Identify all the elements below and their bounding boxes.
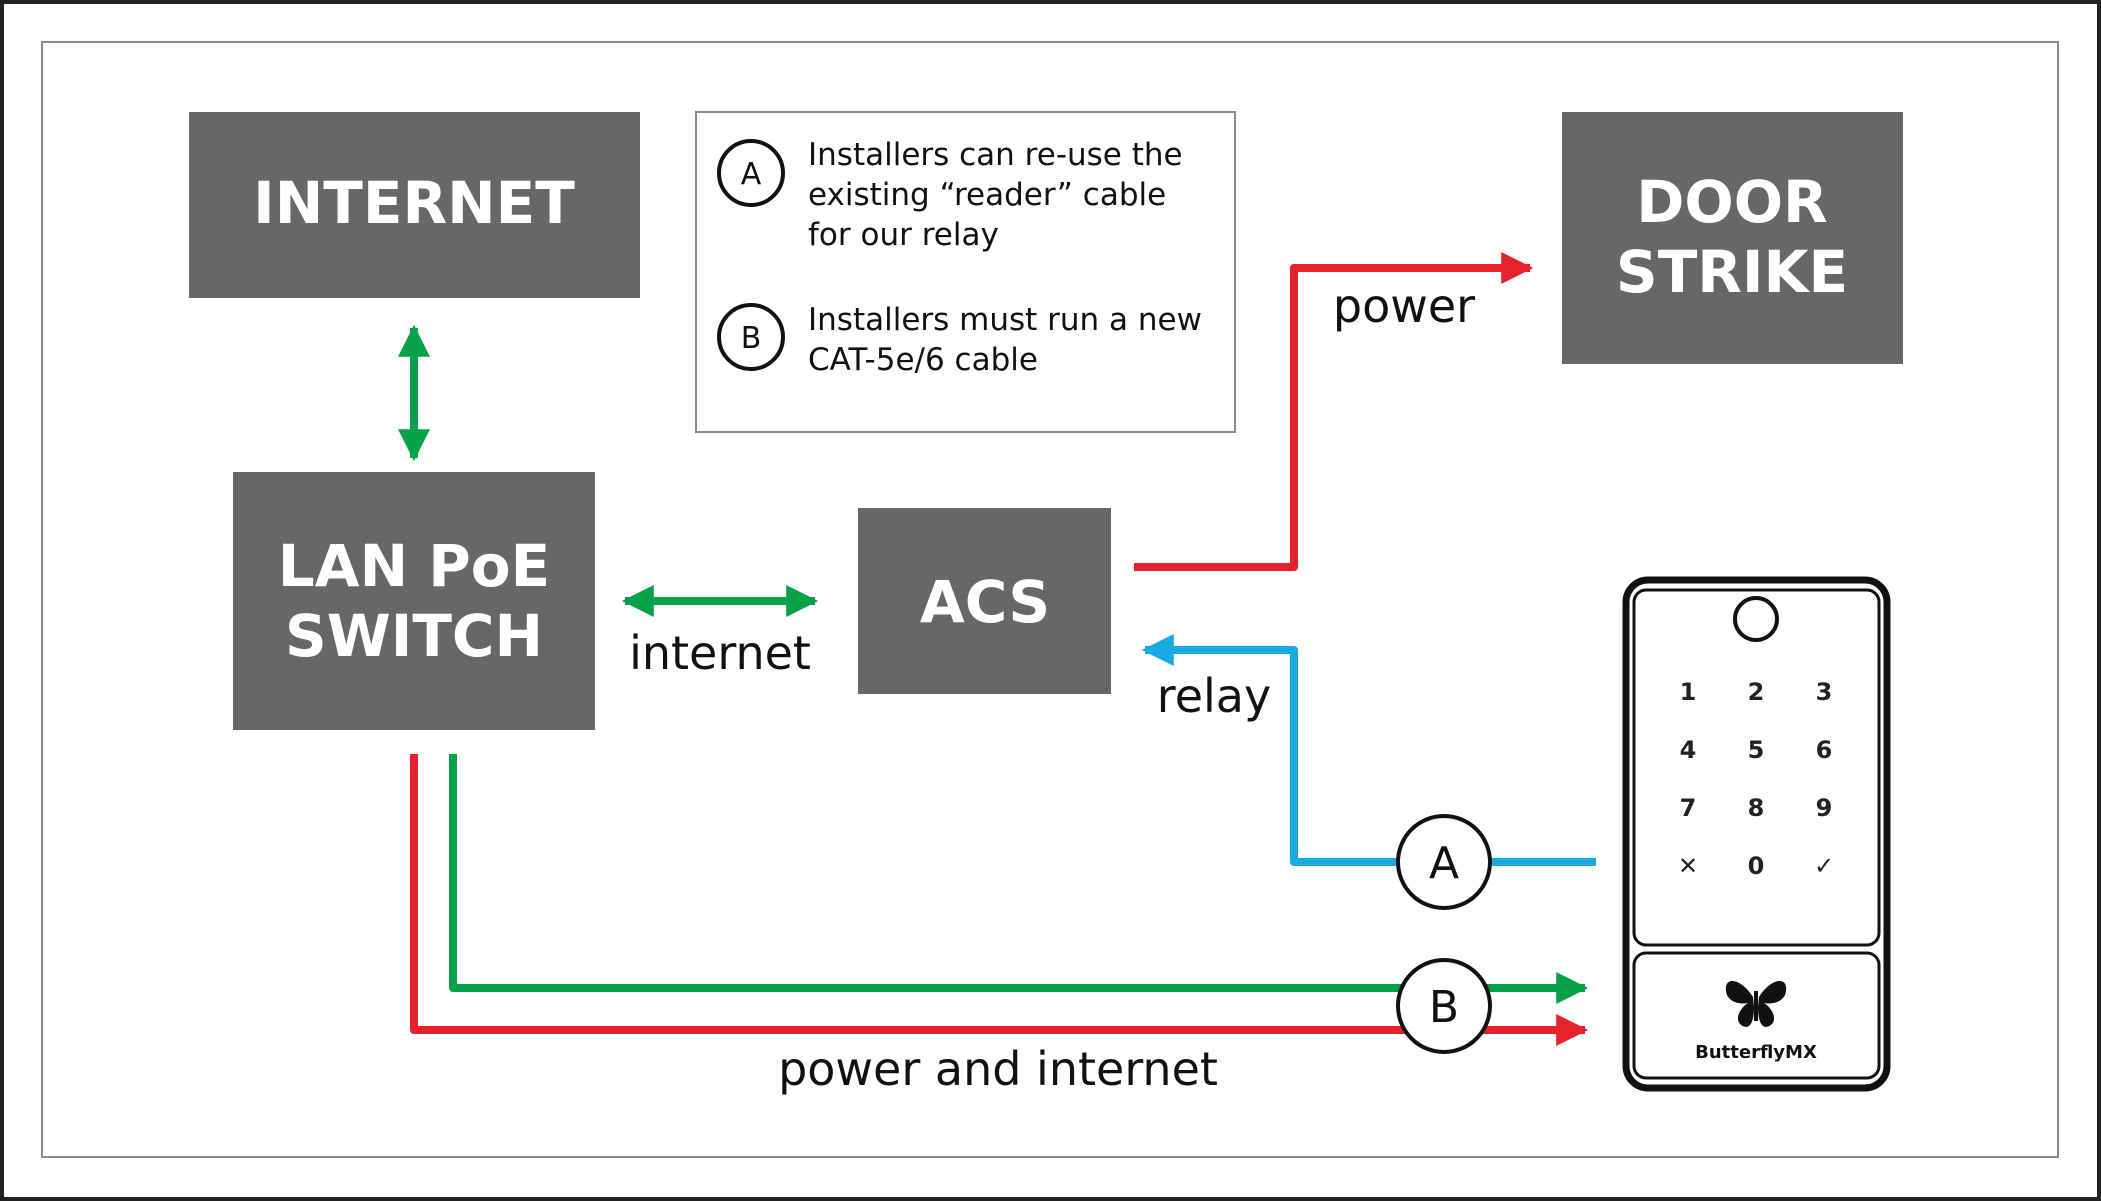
legend-item-a: A Installers can re-use the existing “re… <box>717 137 1183 253</box>
legend-item-a-line-2: existing “reader” cable <box>808 177 1166 213</box>
switch-device-internet-connector <box>449 754 1589 1004</box>
relay-connector-label: relay <box>1157 669 1271 723</box>
door-strike-label-line-1: DOOR <box>1636 168 1827 236</box>
power-connector-label: power <box>1333 279 1475 333</box>
lan-switch-label-line-1: LAN PoE <box>278 532 551 600</box>
keypad-key-0[interactable]: 1 <box>1680 678 1697 706</box>
device-keypad: 1 2 3 4 5 6 7 8 9 ✕ 0 ✓ <box>1678 678 1834 880</box>
internet-connector-label: internet <box>629 626 811 680</box>
internet-node: INTERNET <box>189 112 640 298</box>
fingerprint-sensor-icon <box>1733 596 1779 642</box>
acs-label: ACS <box>920 568 1050 636</box>
keypad-key-11[interactable]: ✓ <box>1814 852 1834 880</box>
door-strike-node: DOOR STRIKE <box>1562 112 1903 364</box>
cable-marker-b-letter: B <box>1429 982 1459 1033</box>
legend-item-b: B Installers must run a new CAT-5e/6 cab… <box>717 302 1202 378</box>
legend-item-a-line-3: for our relay <box>808 217 999 253</box>
legend-marker-b <box>717 303 785 371</box>
keypad-key-6[interactable]: 7 <box>1680 794 1697 822</box>
legend-marker-a-letter: A <box>741 157 762 192</box>
intercom-device: 1 2 3 4 5 6 7 8 9 ✕ 0 ✓ ButterflyMX <box>1622 576 1891 1092</box>
legend-marker-a <box>717 139 785 207</box>
cable-marker-b: B <box>1396 958 1492 1054</box>
keypad-key-2[interactable]: 3 <box>1816 678 1833 706</box>
legend-item-b-line-1: Installers must run a new <box>808 302 1202 338</box>
switch-device-power-connector <box>410 754 1589 1046</box>
keypad-key-8[interactable]: 9 <box>1816 794 1833 822</box>
internet-node-label: INTERNET <box>253 169 575 237</box>
acs-door-strike-power-connector <box>1134 252 1534 571</box>
legend-marker-b-letter: B <box>741 321 762 356</box>
lan-poe-switch-node: LAN PoE SWITCH <box>233 472 595 730</box>
legend-item-b-line-2: CAT-5e/6 cable <box>808 342 1038 378</box>
device-keypad-panel <box>1632 588 1881 947</box>
keypad-key-3[interactable]: 4 <box>1680 736 1697 764</box>
keypad-key-7[interactable]: 8 <box>1748 794 1765 822</box>
door-strike-label-line-2: STRIKE <box>1616 238 1848 306</box>
power-and-internet-label: power and internet <box>778 1042 1218 1096</box>
keypad-key-9[interactable]: ✕ <box>1678 852 1698 880</box>
inner-frame <box>41 41 2059 1158</box>
keypad-key-5[interactable]: 6 <box>1816 736 1833 764</box>
lan-switch-label-line-2: SWITCH <box>285 602 543 670</box>
keypad-key-1[interactable]: 2 <box>1748 678 1765 706</box>
device-brand-name: ButterflyMX <box>1695 1042 1817 1063</box>
cable-marker-a-letter: A <box>1429 838 1459 889</box>
butterfly-logo-icon <box>1725 980 1787 1027</box>
legend-item-a-line-1: Installers can re-use the <box>808 137 1183 173</box>
keypad-key-10[interactable]: 0 <box>1748 852 1765 880</box>
cable-marker-a: A <box>1396 814 1492 910</box>
legend-box: A Installers can re-use the existing “re… <box>695 111 1236 433</box>
acs-node: ACS <box>858 508 1111 694</box>
keypad-key-4[interactable]: 5 <box>1748 736 1765 764</box>
